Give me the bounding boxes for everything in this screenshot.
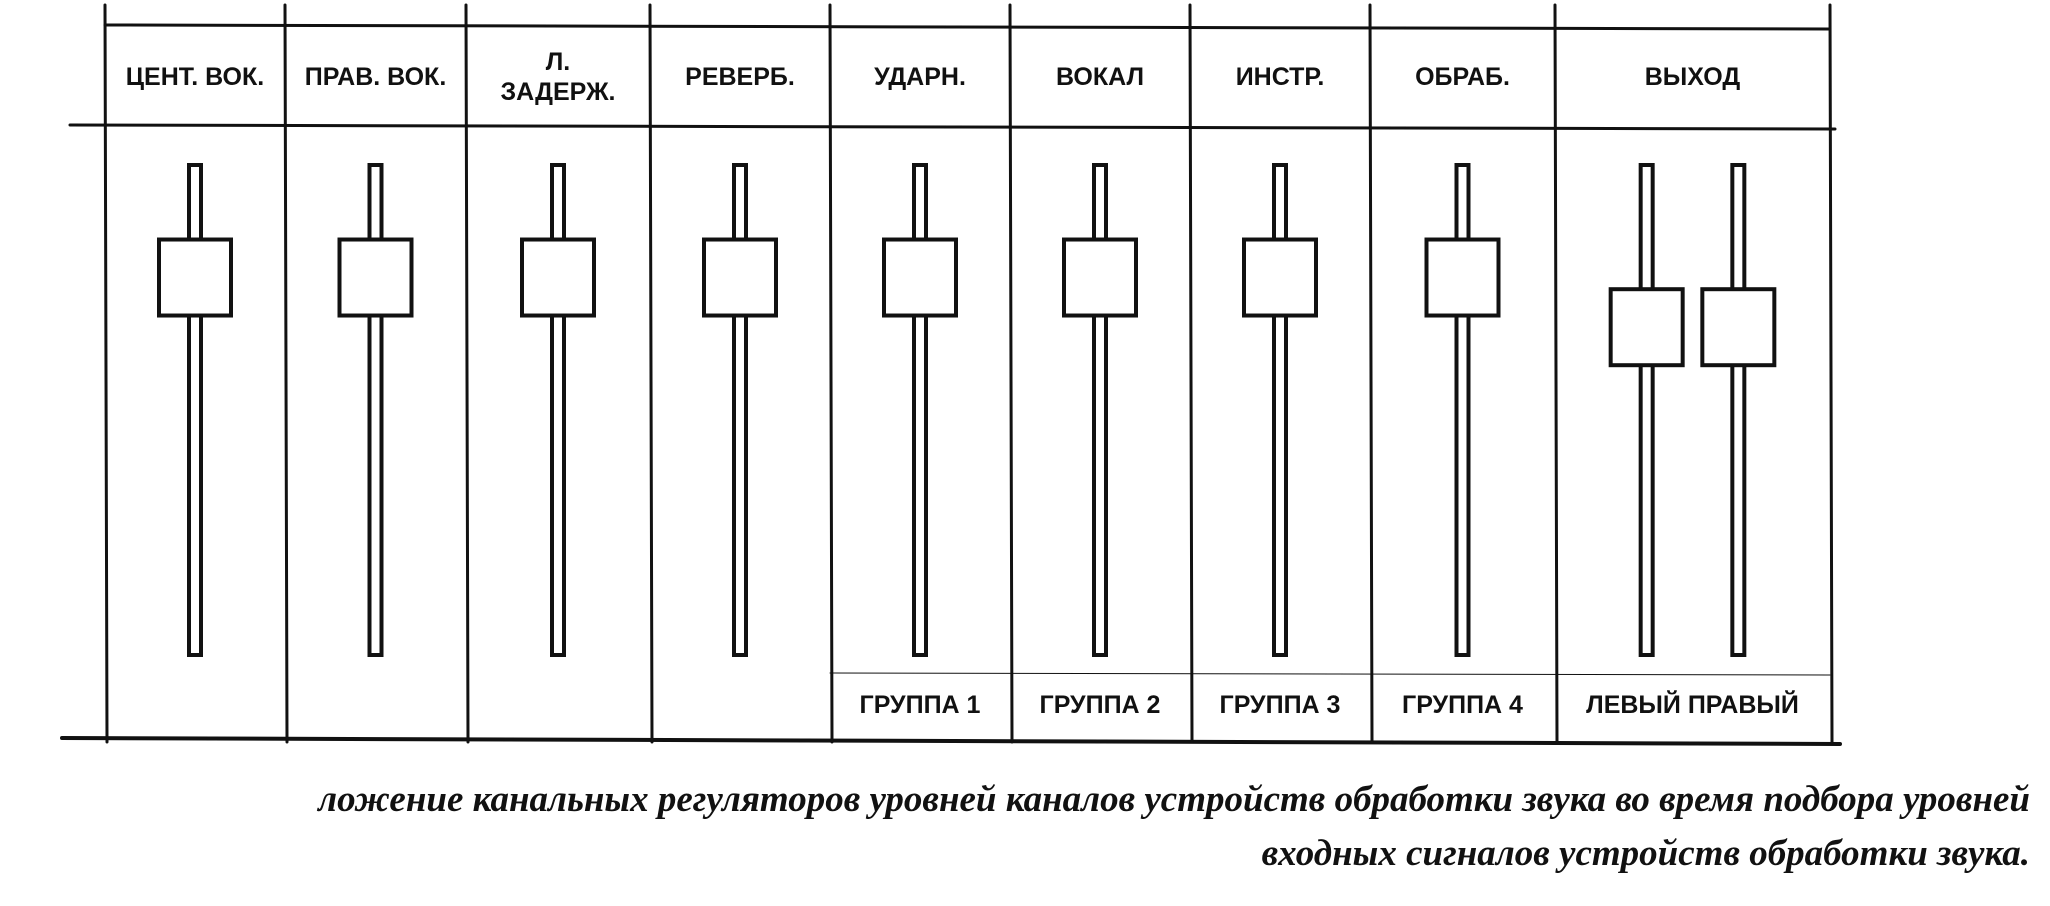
fader-handle [702, 237, 778, 318]
column-divider-line [283, 3, 289, 744]
channel-label: РЕВЕРБ. [685, 63, 795, 91]
fader-handle [1424, 237, 1501, 318]
channel-label: ПРАВ. ВОК. [304, 63, 447, 91]
fader-handle [1242, 237, 1318, 318]
column-divider-line [1828, 3, 1834, 744]
group-label: ГРУППА 4 [1402, 691, 1523, 719]
column-divider-line [1008, 3, 1014, 744]
caption-line-1: ложение канальных регуляторов уровней ка… [318, 779, 2030, 820]
channel-label: ЦЕНТ. ВОК. [125, 63, 265, 91]
column-divider-line [1553, 3, 1559, 744]
fader-handle [1062, 237, 1138, 318]
channel-label: ИНСТР. [1235, 63, 1325, 91]
column-divider-line [103, 3, 109, 744]
fader-handle [520, 237, 596, 318]
fader-handle [1700, 287, 1777, 368]
group-label: ГРУППА 2 [1039, 691, 1161, 719]
fader-track [1730, 163, 1747, 657]
group-label: ГРУППА 1 [859, 691, 981, 719]
header-divider-line [68, 123, 1837, 131]
channel-label: ВОКАЛ [1055, 63, 1145, 91]
column-divider-line [648, 3, 654, 744]
top-border-line [103, 23, 1832, 31]
bottom-border-line [60, 736, 1842, 746]
group-label: ГРУППА 3 [1219, 691, 1341, 719]
column-divider-line [1188, 3, 1194, 744]
column-divider-line [464, 3, 470, 744]
fader-handle [882, 237, 958, 318]
fader-handle [1608, 287, 1685, 368]
group-label: ЛЕВЫЙ ПРАВЫЙ [1586, 691, 1799, 719]
column-divider-line [1368, 3, 1374, 744]
caption-line-2: входных сигналов устройств обработки зву… [1261, 833, 2030, 874]
channel-label: ОБРАБ. [1415, 63, 1510, 91]
fader-handle [157, 237, 233, 318]
channel-label: УДАРН. [874, 63, 966, 91]
channel-label: ВЫХОД [1644, 63, 1741, 91]
column-divider-line [828, 3, 834, 744]
footer-top-line [829, 672, 1831, 676]
channel-label: Л. ЗАДЕРЖ. [500, 48, 616, 106]
fader-track [1638, 163, 1655, 657]
fader-handle [337, 237, 414, 318]
